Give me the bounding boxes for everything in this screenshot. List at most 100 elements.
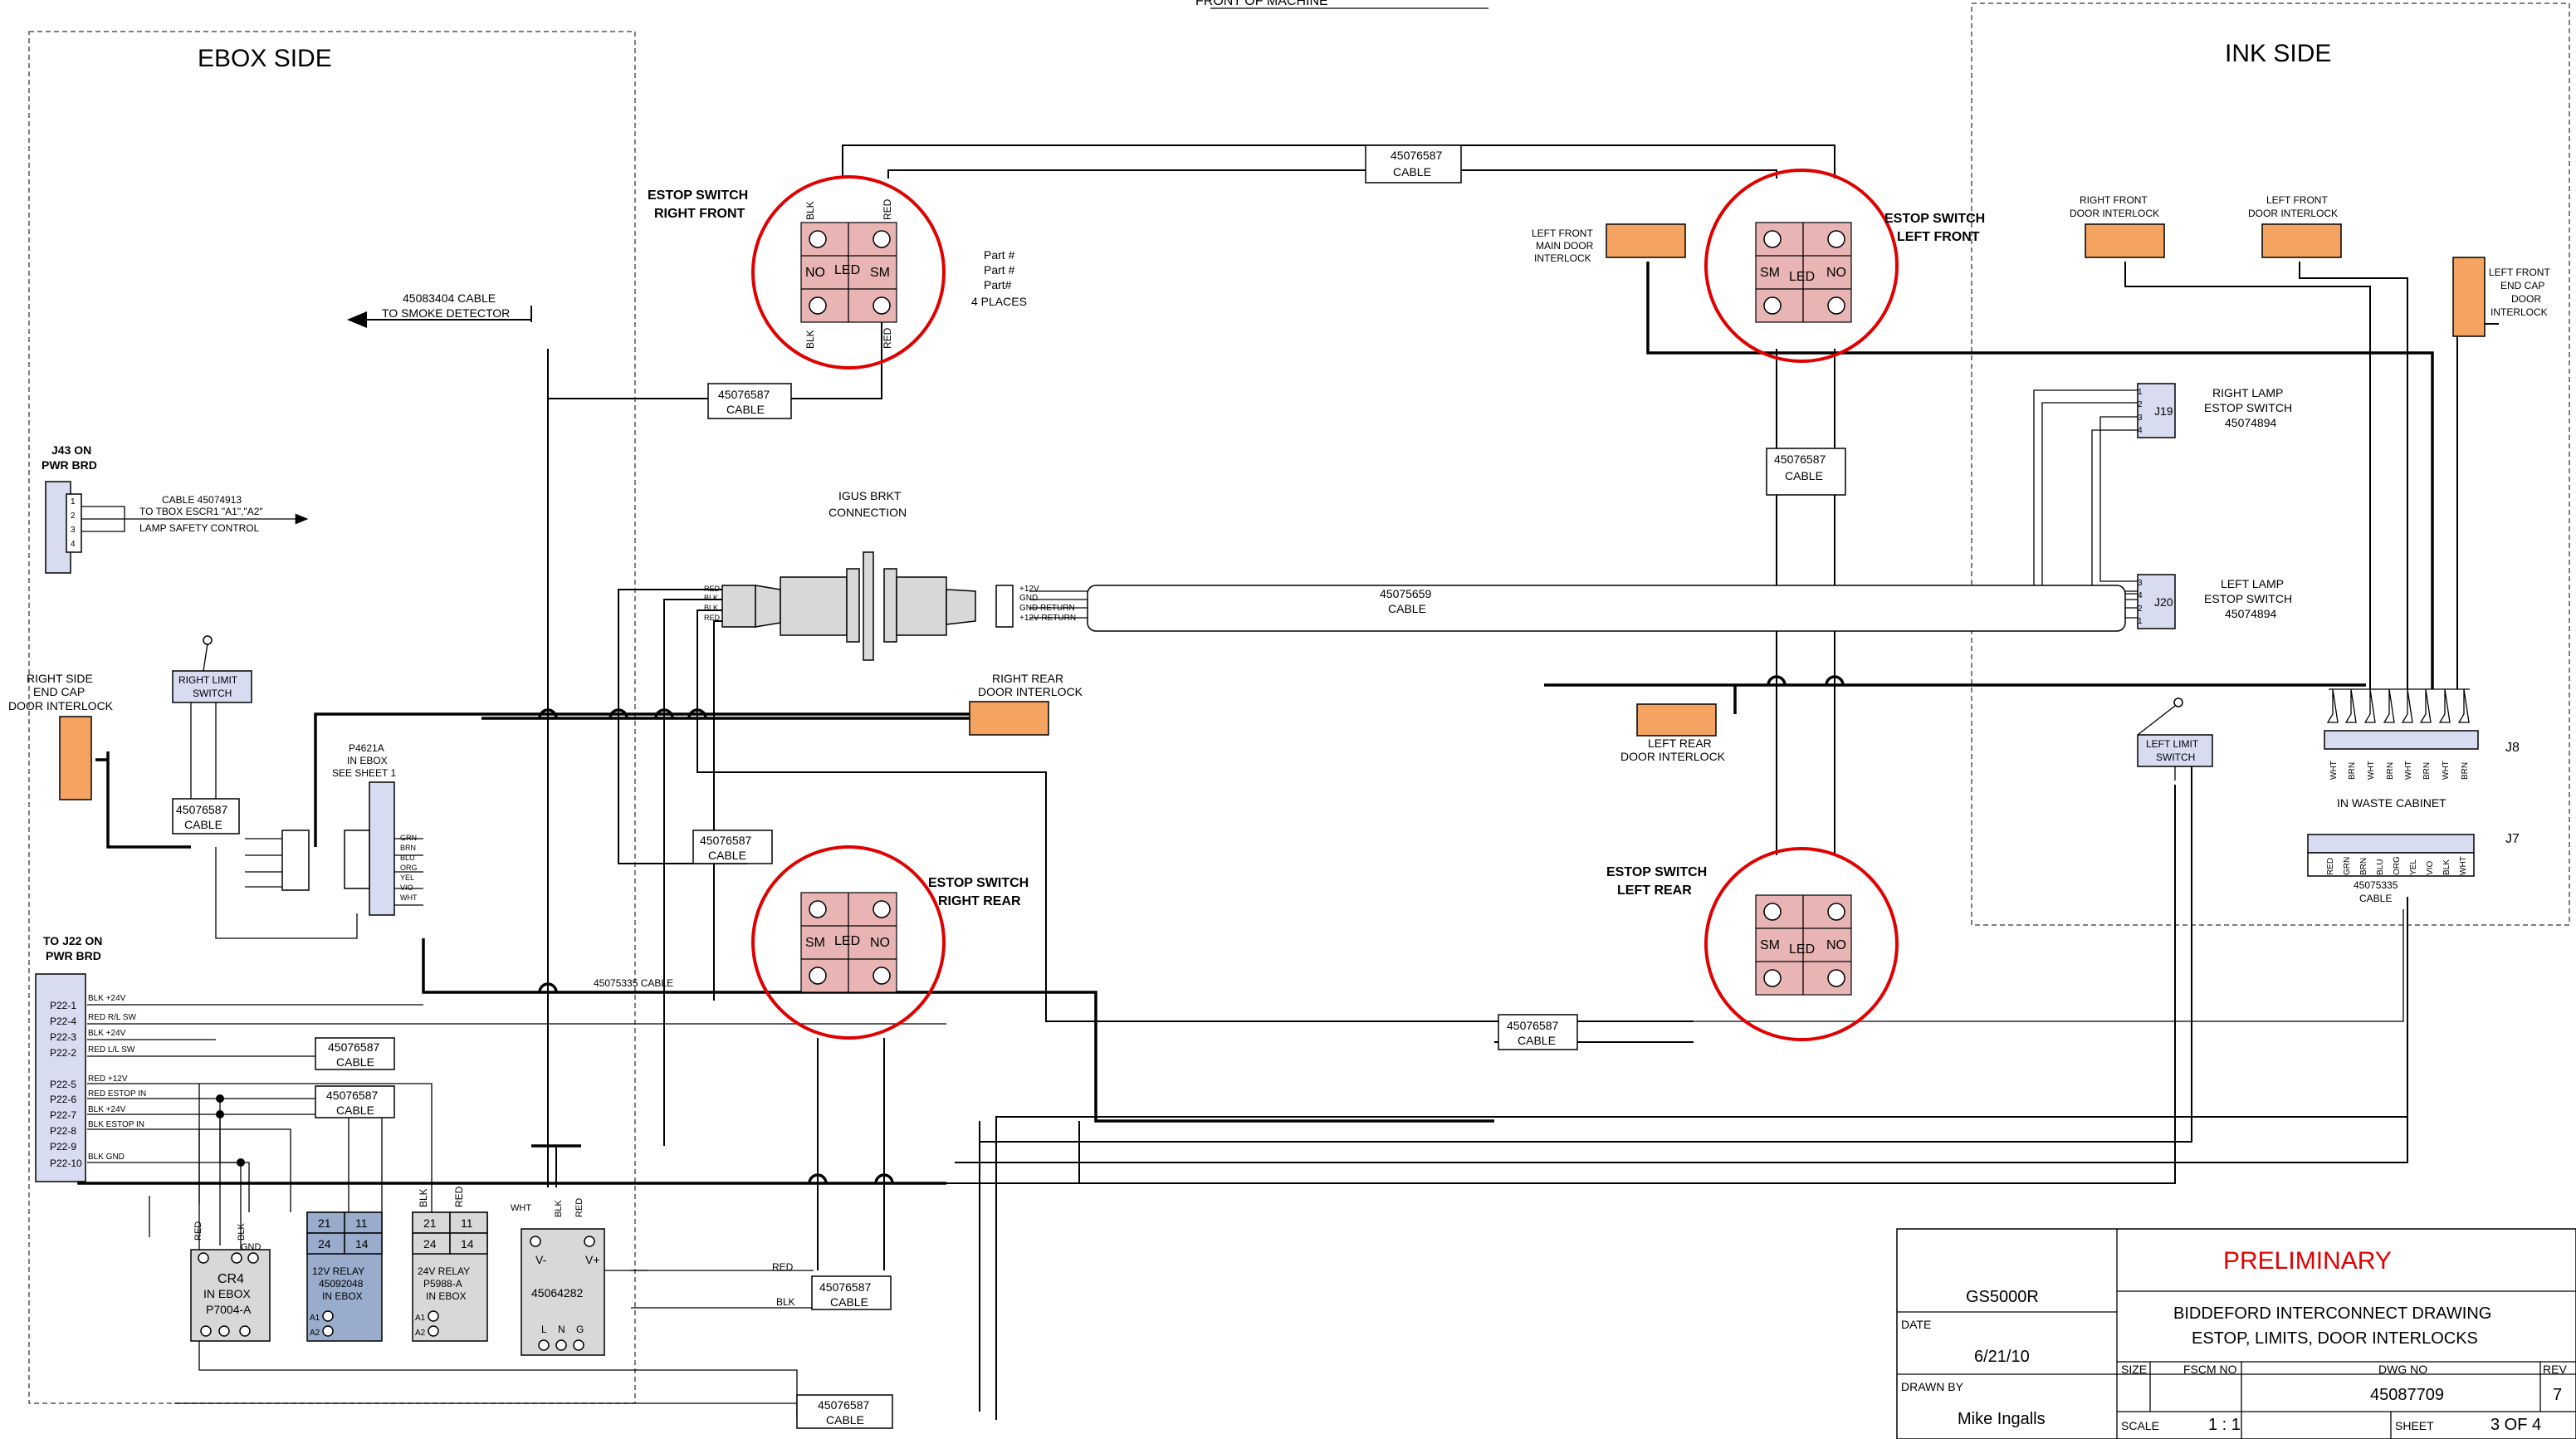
svg-text:RED +12V: RED +12V <box>88 1074 128 1084</box>
svg-text:45092048: 45092048 <box>319 1278 364 1290</box>
svg-text:CABLE: CABLE <box>708 849 746 862</box>
j19-label: ESTOP SWITCH <box>2204 401 2292 414</box>
j19-label: RIGHT LAMP <box>2212 386 2283 399</box>
estop-label: ESTOP SWITCH <box>648 188 748 203</box>
interlock-label: INTERLOCK <box>2490 306 2548 318</box>
cable-box: 45076587 CABLE <box>811 1275 892 1310</box>
svg-text:CABLE: CABLE <box>830 1295 868 1309</box>
svg-text:J19: J19 <box>2154 404 2173 418</box>
part-note: Part # <box>984 248 1015 262</box>
svg-text:CABLE: CABLE <box>826 1413 864 1427</box>
interlock-label: DOOR INTERLOCK <box>2070 208 2159 219</box>
p4621a-label: SEE SHEET 1 <box>332 767 396 779</box>
svg-text:BLK: BLK <box>804 201 816 220</box>
svg-text:SM: SM <box>805 936 825 950</box>
svg-text:3: 3 <box>71 526 76 535</box>
svg-text:GRN: GRN <box>400 834 417 842</box>
svg-text:BLK: BLK <box>237 1223 247 1241</box>
page-title: FRONT OF MACHINE <box>1195 0 1328 8</box>
svg-text:P22-1: P22-1 <box>50 1000 76 1011</box>
svg-text:REV: REV <box>2543 1363 2567 1376</box>
svg-text:3: 3 <box>2138 414 2143 423</box>
svg-text:LED: LED <box>1789 270 1815 284</box>
svg-text:P22-6: P22-6 <box>50 1094 76 1105</box>
relay-24v: 21 11 24 14 24V RELAY P5988-A IN EBOX A1… <box>412 1211 488 1342</box>
svg-text:24V RELAY: 24V RELAY <box>418 1265 470 1277</box>
cable-box: 45076587 CABLE <box>1766 448 1846 496</box>
p4621a-label: IN EBOX <box>347 755 388 766</box>
svg-text:J20: J20 <box>2154 595 2173 609</box>
j8-connector <box>2324 688 2479 750</box>
svg-text:VIO: VIO <box>400 883 413 892</box>
svg-text:BLK +24V: BLK +24V <box>88 1105 126 1114</box>
subtitle: ESTOP, LIMITS, DOOR INTERLOCKS <box>2192 1329 2478 1348</box>
svg-text:BLK GND: BLK GND <box>88 1153 125 1162</box>
svg-text:BLK: BLK <box>776 1296 795 1308</box>
cable-45075659 <box>1087 585 2126 632</box>
svg-text:RIGHT LIMIT: RIGHT LIMIT <box>178 674 238 686</box>
estop-label: ESTOP SWITCH <box>928 876 1029 890</box>
svg-text:1: 1 <box>2138 388 2143 397</box>
svg-text:GND RETURN: GND RETURN <box>1019 604 1075 613</box>
interlock-label: DOOR INTERLOCK <box>2248 208 2338 219</box>
svg-text:BRN: BRN <box>2461 762 2470 780</box>
svg-text:4: 4 <box>71 540 76 549</box>
scale: 1 : 1 <box>2208 1416 2241 1434</box>
svg-text:RED: RED <box>2326 858 2335 875</box>
interlock-label: LEFT FRONT <box>2266 194 2328 206</box>
lamp-cable-label: CABLE 45074913 <box>162 494 242 506</box>
svg-text:RED: RED <box>704 614 721 622</box>
svg-text:45076587: 45076587 <box>176 803 228 816</box>
svg-text:P22-3: P22-3 <box>50 1031 76 1043</box>
cable-45075335-label: 45075335 CABLE <box>594 977 673 989</box>
interlock-label: RIGHT REAR <box>992 672 1063 685</box>
svg-text:24: 24 <box>318 1237 331 1251</box>
left-front-main-door-interlock <box>1606 223 1686 258</box>
svg-text:45076587: 45076587 <box>819 1280 872 1294</box>
svg-text:4: 4 <box>2138 591 2143 600</box>
left-front-endcap-interlock <box>2452 257 2486 337</box>
svg-text:45076587: 45076587 <box>718 388 770 401</box>
svg-text:P22-8: P22-8 <box>50 1125 76 1137</box>
svg-text:V+: V+ <box>585 1253 600 1266</box>
svg-text:FSCM NO: FSCM NO <box>2183 1363 2237 1376</box>
interlock-label: DOOR INTERLOCK <box>8 699 114 712</box>
dwg-no: 45087709 <box>2370 1386 2444 1404</box>
interlock-label: LEFT REAR <box>1648 737 1712 750</box>
part-note: Part# <box>984 278 1012 291</box>
lamp-cable-label: TO TBOX ESCR1 "A1","A2" <box>139 506 263 517</box>
svg-text:SHEET: SHEET <box>2395 1419 2434 1432</box>
svg-text:21: 21 <box>423 1216 437 1230</box>
interlock-label: LEFT FRONT <box>1532 228 1593 239</box>
j43-title: J43 ON <box>51 443 91 457</box>
svg-text:45076587: 45076587 <box>818 1398 870 1412</box>
right-limit-switch <box>172 670 252 703</box>
estop-right-front: NO SM LED BLK RED BLK RED <box>751 175 946 370</box>
lamp-cable-label: LAMP SAFETY CONTROL <box>139 522 260 534</box>
svg-text:IN EBOX: IN EBOX <box>322 1290 363 1302</box>
interlock-label: DOOR INTERLOCK <box>1620 750 1726 763</box>
svg-text:+12V: +12V <box>1019 585 1039 594</box>
igus-connector <box>721 551 1014 661</box>
svg-text:V-: V- <box>535 1253 547 1266</box>
svg-text:12V RELAY: 12V RELAY <box>312 1265 364 1277</box>
svg-text:LED: LED <box>834 263 860 277</box>
svg-text:11: 11 <box>461 1216 473 1230</box>
svg-text:CABLE: CABLE <box>1393 165 1431 179</box>
interlock-label: END CAP <box>2500 280 2544 291</box>
svg-text:BLK: BLK <box>2442 859 2451 875</box>
svg-text:BRN: BRN <box>400 844 416 852</box>
part-note: 4 PLACES <box>971 295 1027 308</box>
svg-text:CABLE: CABLE <box>1388 602 1426 615</box>
interlock-label: END CAP <box>33 685 85 698</box>
j19-connector: 1 2 3 4 J19 <box>2137 383 2176 438</box>
svg-text:4: 4 <box>2138 426 2143 435</box>
svg-text:A2: A2 <box>310 1329 320 1338</box>
interlock-label: DOOR <box>2511 293 2541 305</box>
svg-text:DRAWN BY: DRAWN BY <box>1901 1380 1964 1393</box>
interlock-label: INTERLOCK <box>1534 252 1591 264</box>
cable-box: 45076587 CABLE <box>315 1037 395 1070</box>
j43-title: PWR BRD <box>42 458 97 472</box>
j19-label: 45074894 <box>2225 416 2277 429</box>
svg-text:GND: GND <box>1019 594 1038 603</box>
